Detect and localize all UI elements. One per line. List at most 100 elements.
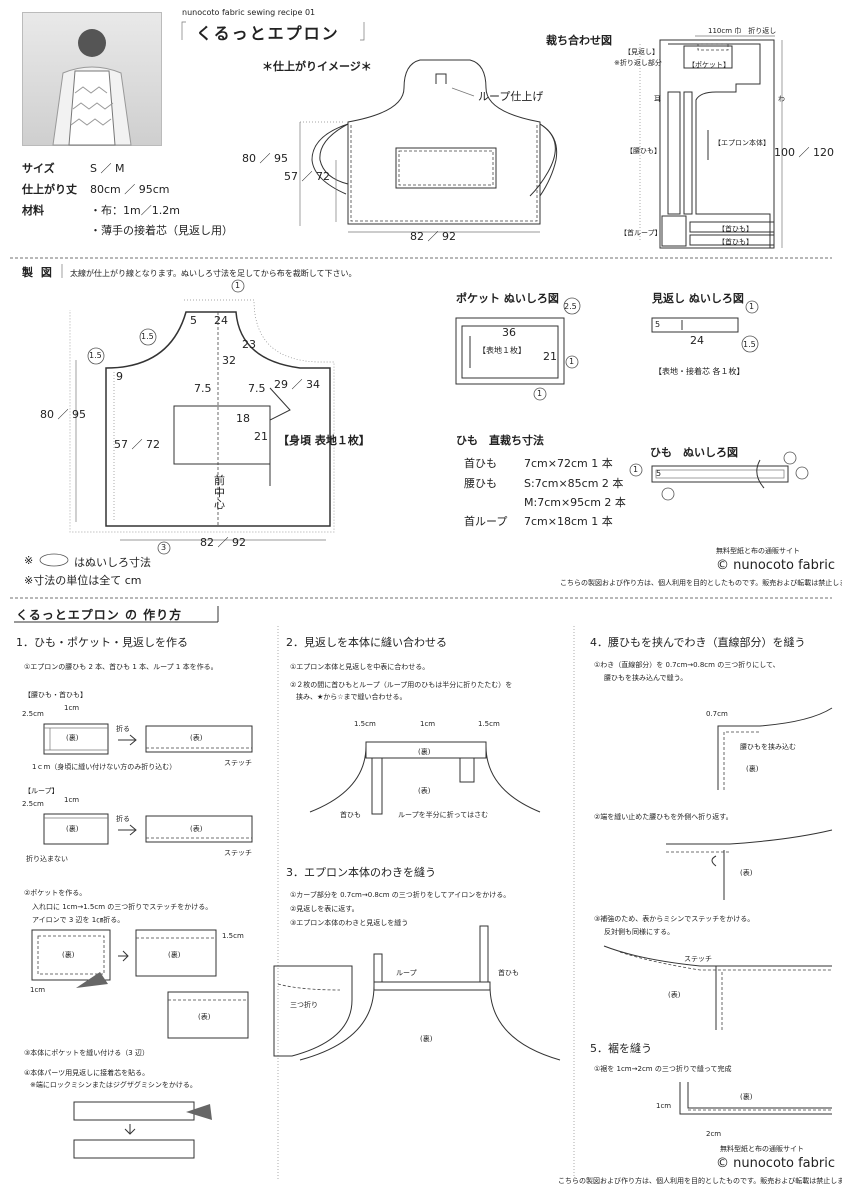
pocket-seam-1b: 1 [537, 389, 543, 398]
pocket-label: 【表地１枚】 [478, 346, 526, 355]
cutting-length: 100 ／ 120 [774, 146, 834, 159]
seizu-note-mark: ※ [24, 554, 34, 567]
s2-step2: ②２枚の間に首ひもとループ（ループ用のひもは半分に折りたたむ）を [290, 681, 513, 689]
s1-step2: ②ポケットを作る。 [24, 889, 87, 897]
himo-row-1-size: 7cm×72cm 1 本 [524, 457, 613, 470]
s1-dim-25b: 2.5cm [22, 800, 44, 808]
brand-name-bottom: © nunocoto fabric [716, 1156, 835, 1171]
seizu-note: 太線が仕上がり線となります。ぬいしろ寸法を足してから布を裁断して下さい。 [70, 269, 357, 278]
cutting-koshi: 【腰ひも】 [626, 147, 661, 155]
s1-ura-b: (裏) [66, 825, 79, 833]
brand-copyright-bottom: こちらの製図および作り方は、個人利用を目的としたものです。販売および転載は禁止し… [558, 1177, 842, 1185]
s1-dim-1c: 1cm [30, 986, 46, 994]
s2-kubi: 首ひも [340, 811, 361, 819]
s2-dim-15b: 1.5cm [478, 720, 500, 728]
cutting-orikaeshi: ※折り返し部分 [614, 59, 662, 67]
s1-oru-b: 折る [116, 815, 130, 823]
s1-step2b: アイロンで 3 辺を 1㎝折る。 [32, 916, 125, 924]
s4-step1b: 腰ひもを挟み込んで縫う。 [604, 674, 688, 682]
spec-value-size: S ／ M [90, 162, 125, 175]
s1-omote-c: (表) [198, 1013, 211, 1021]
s2-step1: ①エプロン本体と見返しを中表に合わせる。 [290, 663, 430, 671]
brand-copyright-top: こちらの製図および作り方は、個人利用を目的としたものです。販売および転載は禁止し… [560, 579, 842, 587]
himo-row-2-name: 腰ひも [464, 477, 497, 490]
mikaeshi-seam-15: 1.5 [743, 340, 756, 349]
s1-ura-c: (裏) [62, 951, 75, 959]
cutting-loop: 【首ループ】 [620, 229, 662, 237]
cutting-pocket: 【ポケット】 [688, 61, 730, 69]
brand-site-bottom: 無料型紙と布の通販サイト [720, 1145, 804, 1153]
spec-label-length: 仕上がり丈 [22, 183, 77, 196]
s4-omote-a: (表) [740, 869, 753, 877]
seizu-dim-15b: 1.5 [89, 351, 102, 360]
himo-row-4-size: 7cm×18cm 1 本 [524, 515, 613, 528]
seizu-dim-32: 32 [222, 354, 236, 367]
pocket-height: 21 [543, 350, 557, 363]
seizu-dim-15a: 1.5 [141, 332, 154, 341]
s2-dim-15a: 1.5cm [354, 720, 376, 728]
seizu-dim-75a: 7.5 [194, 382, 212, 395]
seizu-body-label: 【身頃 表地１枚】 [278, 434, 370, 447]
finished-loop-label: ループ仕上げ [478, 90, 544, 103]
spec-value-fabric: ・布：1m／1.2m [90, 204, 180, 217]
s1-step2a: 入れ口に 1cm→1.5cm の三つ折りでステッチをかける。 [32, 903, 213, 911]
finished-width: 82 ／ 92 [410, 230, 456, 243]
s3-ura: (裏) [420, 1035, 433, 1043]
seizu-dim-8095: 80 ／ 95 [40, 408, 86, 421]
s5-title: 5．裾を縫う [590, 1042, 652, 1055]
s1-step1: ①エプロンの腰ひも 2 本、首ひも 1 本、ループ 1 本を作る。 [24, 663, 218, 671]
s1-ura-d: (裏) [168, 951, 181, 959]
seizu-unit-note: ※寸法の単位は全て cm [24, 574, 142, 587]
seizu-naka: 中 [214, 486, 225, 499]
finished-height: 80 ／ 95 [242, 152, 288, 165]
s1-loop-label: 【ループ】 [24, 787, 59, 795]
mikaeshi-label: 【表地・接着芯 各１枚】 [654, 367, 745, 376]
spec-value-length: 80cm ／ 95cm [90, 183, 170, 196]
mikaeshi-width: 24 [690, 334, 704, 347]
seizu-dim-2934: 29 ／ 34 [274, 378, 320, 391]
s2-ura: (裏) [418, 748, 431, 756]
s2-step2b: 挟み、★から☆まで縫い合わせる。 [296, 693, 407, 701]
seizu-dim-3: 3 [161, 543, 167, 552]
himo-row-2-size: S:7cm×85cm 2 本 [524, 477, 624, 490]
spec-label-size: サイズ [22, 162, 55, 175]
spec-value-interfacing: ・薄手の接着芯（見返し用） [90, 224, 233, 237]
s1-omote-b: (表) [190, 825, 203, 833]
cutting-kubi-1: 【首ひも】 [718, 225, 753, 233]
s2-loop: ループを半分に折ってはさむ [398, 811, 489, 819]
seizu-dim-1: 1 [235, 281, 241, 290]
s3-step3: ③エプロン本体のわきと見返しを縫う [290, 919, 409, 927]
himo-row-1-name: 首ひも [464, 457, 497, 470]
mikaeshi-seam-title: 見返し ぬいしろ図 [652, 292, 744, 305]
brand-site-top: 無料型紙と布の通販サイト [716, 547, 800, 555]
apron-photo [22, 12, 162, 146]
s1-oru-a: 折る [116, 725, 130, 733]
s2-dim-1: 1cm [420, 720, 436, 728]
seizu-dim-5772: 57 ／ 72 [114, 438, 160, 451]
s4-step2: ②端を縫い止めた腰ひもを外側へ折り返す。 [594, 813, 733, 821]
himo-seam-5: 5 [656, 469, 662, 478]
apron-photo-figure [52, 29, 132, 146]
s1-dim-25a: 2.5cm [22, 710, 44, 718]
s4-step3b: 反対側も同様にする。 [604, 928, 675, 936]
mikaeshi-seam-5: 5 [655, 320, 661, 329]
cutting-wa: わ [778, 95, 785, 103]
s1-step3: ③本体にポケットを縫い付ける（3 辺） [24, 1049, 149, 1057]
s3-mitsu: 三つ折り [290, 1001, 318, 1009]
pocket-width: 36 [502, 326, 516, 339]
s4-title: 4．腰ひもを挟んでわき（直線部分）を縫う [590, 636, 806, 649]
seizu-mae: 前 [214, 474, 225, 487]
s1-nooru: 折り込まない [26, 855, 68, 863]
s4-omote-b: (表) [668, 991, 681, 999]
s1-omote-a: (表) [190, 734, 203, 742]
s1-dim-1a: 1cm [64, 704, 80, 712]
